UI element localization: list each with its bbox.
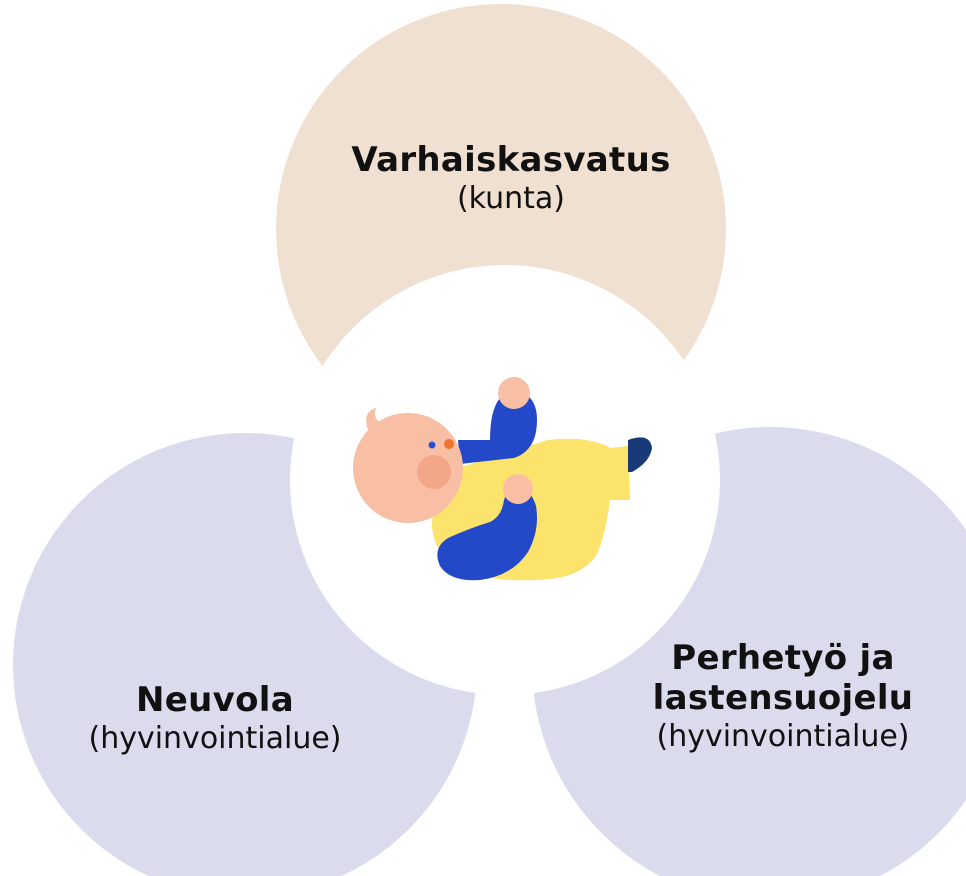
baby-upper-hand <box>498 377 530 409</box>
varhaiskasvatus-subtitle: (kunta) <box>311 180 711 218</box>
baby-cheek <box>417 455 451 489</box>
baby-nose <box>444 439 454 449</box>
label-neuvola: Neuvola (hyvinvointialue) <box>40 680 390 758</box>
neuvola-title: Neuvola <box>40 680 390 720</box>
neuvola-subtitle: (hyvinvointialue) <box>40 720 390 758</box>
perhetyo-subtitle: (hyvinvointialue) <box>600 718 966 756</box>
baby-lower-hand <box>503 474 533 504</box>
label-perhetyo-lastensuojelu: Perhetyö ja lastensuojelu (hyvinvointial… <box>600 638 966 756</box>
baby-eye <box>429 442 436 449</box>
varhaiskasvatus-title: Varhaiskasvatus <box>311 140 711 180</box>
perhetyo-title-line1: Perhetyö ja <box>600 638 966 678</box>
perhetyo-title-line2: lastensuojelu <box>600 678 966 718</box>
label-varhaiskasvatus: Varhaiskasvatus (kunta) <box>311 140 711 218</box>
